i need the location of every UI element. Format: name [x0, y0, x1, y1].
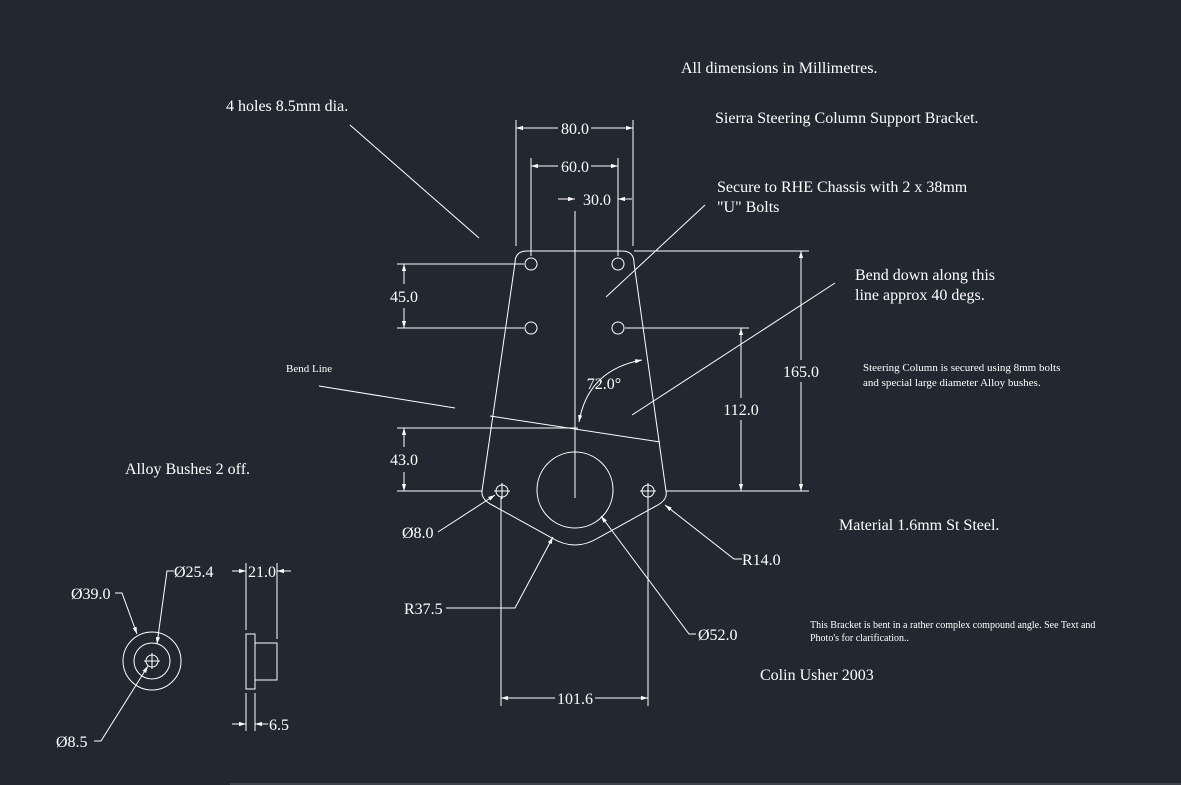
- column-note-line1: Steering Column is secured using 8mm bol…: [863, 362, 1060, 374]
- dim-165: 165.0: [634, 250, 819, 492]
- bush-bolt-holes: [494, 483, 656, 499]
- dim-dia8-label: Ø8.0: [402, 525, 434, 542]
- dim-bush-dia39: Ø39.0: [71, 586, 138, 635]
- dim-r37-label: R37.5: [404, 601, 443, 618]
- compound-note-line1: This Bracket is bent in a rather complex…: [810, 620, 1095, 631]
- dim-angle-72-label: 72.0°: [587, 376, 621, 393]
- dim-112-label: 112.0: [723, 402, 758, 419]
- author-note: Colin Usher 2003: [760, 667, 874, 684]
- mounting-holes: [524, 257, 625, 335]
- drawing-title: Sierra Steering Column Support Bracket.: [715, 110, 979, 127]
- dim-bush-len21-label: 21.0: [248, 564, 276, 581]
- bend-note-leader: [631, 282, 836, 416]
- ubolt-leader: [605, 204, 706, 298]
- dim-112: 112.0: [625, 327, 759, 492]
- bend-line-leader: [318, 385, 456, 409]
- bushes-note: Alloy Bushes 2 off.: [125, 461, 250, 478]
- dim-dia8: Ø8.0: [402, 494, 496, 542]
- dim-angle-72: 72.0°: [578, 359, 643, 423]
- compound-note-line2: Photo's for clarification..: [810, 633, 909, 644]
- dim-165-label: 165.0: [783, 364, 819, 381]
- dim-r37: R37.5: [404, 536, 554, 618]
- dim-30: 30.0: [558, 191, 632, 256]
- dim-bush-dia25-label: Ø25.4: [174, 564, 214, 581]
- bush-front-view: [122, 631, 182, 691]
- secure-note-line1: Secure to RHE Chassis with 2 x 38mm: [717, 179, 968, 196]
- holes-note: 4 holes 8.5mm dia.: [226, 98, 348, 115]
- dim-bush-len21: 21.0: [232, 563, 291, 639]
- holes-leader: [349, 124, 480, 239]
- dim-bush-len6-label: 6.5: [269, 717, 289, 734]
- dim-60-label: 60.0: [561, 159, 589, 176]
- secure-note-line2: "U" Bolts: [717, 199, 779, 216]
- dim-43: 43.0: [390, 427, 578, 492]
- dim-dia52: Ø52.0: [600, 515, 738, 644]
- dim-45-label: 45.0: [390, 289, 418, 306]
- bracket-outline: [481, 250, 667, 546]
- dim-bush-dia8: Ø8.5: [56, 665, 149, 751]
- dim-bush-dia8-label: Ø8.5: [56, 734, 88, 751]
- dim-r14-label: R14.0: [742, 552, 781, 569]
- dim-bush-dia39-label: Ø39.0: [71, 586, 111, 603]
- column-note-line2: and special large diameter Alloy bushes.: [863, 377, 1041, 389]
- material-note: Material 1.6mm St Steel.: [839, 517, 999, 534]
- dim-bush-len6: 6.5: [232, 693, 289, 734]
- dim-45: 45.0: [390, 263, 524, 329]
- dim-101: 101.6: [500, 497, 649, 708]
- dim-43-label: 43.0: [390, 452, 418, 469]
- dim-bush-dia25: Ø25.4: [155, 564, 214, 645]
- dim-30-label: 30.0: [583, 192, 611, 209]
- dim-80: 80.0: [515, 120, 634, 246]
- dim-101-label: 101.6: [557, 691, 593, 708]
- bend-note-line2: line approx 40 degs.: [855, 287, 985, 304]
- dim-80-label: 80.0: [561, 121, 589, 138]
- bend-note-line1: Bend down along this: [855, 267, 995, 284]
- steering-column-hole: [536, 451, 614, 529]
- units-note: All dimensions in Millimetres.: [681, 60, 877, 77]
- bend-line-label: Bend Line: [286, 363, 332, 375]
- bush-side-view: [245, 633, 278, 690]
- dim-dia52-label: Ø52.0: [698, 627, 738, 644]
- dim-r14: R14.0: [664, 504, 781, 569]
